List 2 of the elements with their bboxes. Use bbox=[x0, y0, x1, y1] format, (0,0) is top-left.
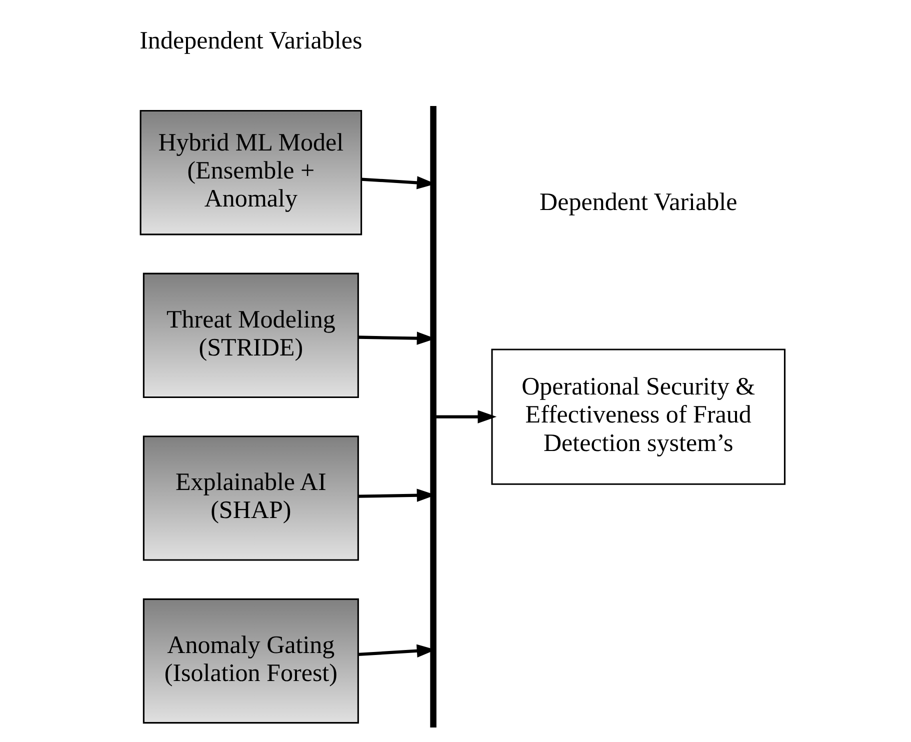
label: Dependent Variable bbox=[539, 188, 737, 216]
label: Independent Variables bbox=[139, 28, 362, 55]
